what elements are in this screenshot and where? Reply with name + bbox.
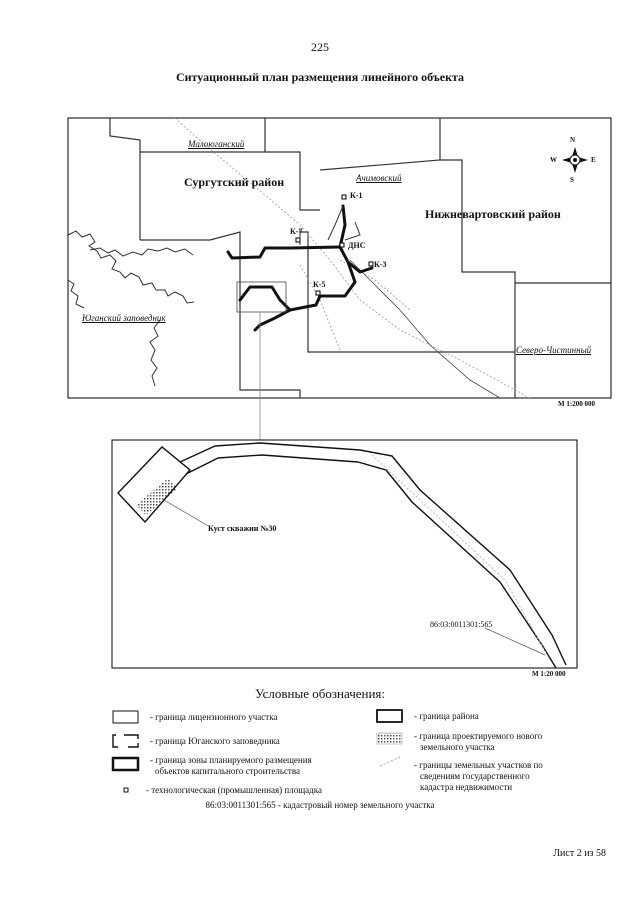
well-pad-outline <box>117 446 191 524</box>
label-dns: ДНС <box>348 241 366 250</box>
compass-e: E <box>591 156 596 164</box>
leader-lines <box>163 499 546 656</box>
well-pad-hatched <box>136 478 178 515</box>
label-surgutsky-district: Сургутский район <box>184 175 285 189</box>
compass-rose <box>562 147 588 173</box>
compass-n: N <box>570 136 576 144</box>
label-yugansky-reserve: Юганский заповедник <box>82 313 166 323</box>
legend-symbol-license <box>112 710 139 724</box>
page-number: 225 <box>311 40 329 54</box>
cadastral-plot-lines <box>174 117 531 399</box>
label-achimovsky: Ачимовский <box>356 173 402 183</box>
legend-new-plot-line2: земельного участка <box>420 742 495 752</box>
pipeline-thin <box>299 205 361 245</box>
legend-title: Условные обозначения: <box>254 686 386 701</box>
overview-scale: М 1:200 000 <box>558 400 595 408</box>
label-k7: К-7 <box>290 227 303 236</box>
pipeline-network <box>226 204 374 332</box>
sheet-number: Лист 2 из 58 <box>553 848 606 859</box>
legend-license: - граница лицензионного участка <box>150 712 278 722</box>
compass-w: W <box>550 156 557 164</box>
legend-zone-line2: объектов капитального строительства <box>155 766 300 776</box>
label-maloyugansky: Малоюганский <box>188 139 245 149</box>
detail-map-frame <box>111 439 578 669</box>
label-cadastral-number: 86:03:0011301:565 <box>430 620 493 629</box>
legend-symbol-platform <box>123 787 129 793</box>
legend-new-plot-line1: - граница проектируемого нового <box>414 731 543 741</box>
legend-platform: - технологическая (промышленная) площадк… <box>146 785 322 795</box>
legend-district: - граница района <box>414 711 479 721</box>
legend-symbol-reserve <box>112 734 139 748</box>
label-severo-chistinny: Северо-Чистинный <box>516 345 592 355</box>
detail-pipeline-corridor <box>179 442 567 669</box>
legend-symbol-district <box>376 709 403 723</box>
overview-map-frame <box>67 117 612 399</box>
page-title: Ситуационный план размещения линейного о… <box>175 70 465 84</box>
legend-symbol-plots <box>379 756 401 767</box>
legend-zone-line1: - граница зоны планируемого размещения <box>150 755 312 765</box>
label-k1: К-1 <box>350 191 363 200</box>
legend-cadastral-note: 86:03:0011301:565 - кадастровый номер зе… <box>205 800 435 810</box>
label-k3: К-3 <box>374 260 387 269</box>
platform-markers <box>295 194 374 296</box>
legend-reserve: - граница Юганского заповедника <box>150 736 280 746</box>
label-k5: К-5 <box>313 280 326 289</box>
road-line <box>349 259 501 399</box>
label-nizhnevartovsky-district: Нижневартовский район <box>425 207 561 221</box>
legend-plots-line2: сведениям государственного <box>420 771 530 781</box>
detail-scale: М 1:20 000 <box>532 670 566 678</box>
label-well-pad: Куст скважин №30 <box>208 524 277 533</box>
legend-symbol-zone <box>111 756 140 772</box>
district-boundaries <box>109 118 611 398</box>
compass-s: S <box>570 176 574 184</box>
legend-symbol-new-plot <box>376 732 403 745</box>
zone-frame <box>236 281 287 313</box>
legend-plots-line3: кадастра недвижимости <box>420 782 513 792</box>
detail-cadastral-line <box>371 454 551 661</box>
legend-plots-line1: - границы земельных участков по <box>414 760 543 770</box>
river-line <box>67 230 195 387</box>
